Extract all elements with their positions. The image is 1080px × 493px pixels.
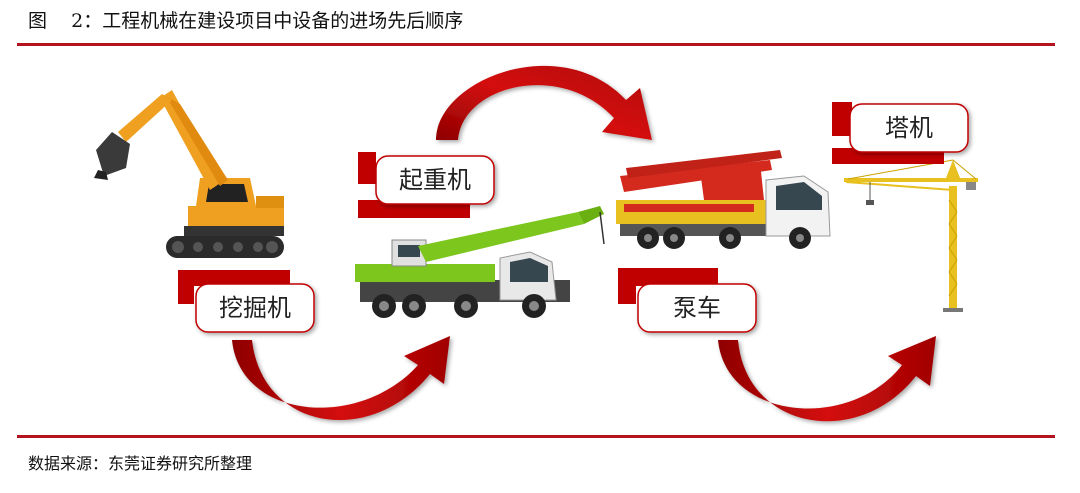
bottom-divider bbox=[17, 435, 1055, 438]
label-truck-crane: 起重机 bbox=[358, 152, 495, 218]
concrete-pump-truck-icon bbox=[616, 150, 831, 249]
arrow-pump-to-tower bbox=[718, 336, 936, 422]
label-tower-crane-text: 塔机 bbox=[885, 114, 933, 142]
label-truck-crane-text: 起重机 bbox=[399, 166, 471, 194]
label-excavator: 挖掘机 bbox=[178, 270, 315, 333]
tower-crane-icon bbox=[844, 159, 978, 312]
label-pump-truck: 泵车 bbox=[618, 268, 757, 333]
arrow-excavator-to-crane bbox=[232, 336, 450, 421]
arrow-crane-to-pump bbox=[436, 65, 652, 140]
label-excavator-text: 挖掘机 bbox=[219, 294, 291, 322]
label-tower-crane: 塔机 bbox=[832, 102, 969, 164]
label-pump-truck-text: 泵车 bbox=[673, 294, 721, 322]
truck-crane-icon bbox=[355, 206, 605, 318]
excavator-icon bbox=[94, 90, 284, 258]
figure-title: 图 2：工程机械在建设项目中设备的进场先后顺序 bbox=[28, 10, 464, 32]
figure-source: 数据来源：东莞证券研究所整理 bbox=[28, 454, 253, 473]
top-divider bbox=[17, 43, 1055, 46]
